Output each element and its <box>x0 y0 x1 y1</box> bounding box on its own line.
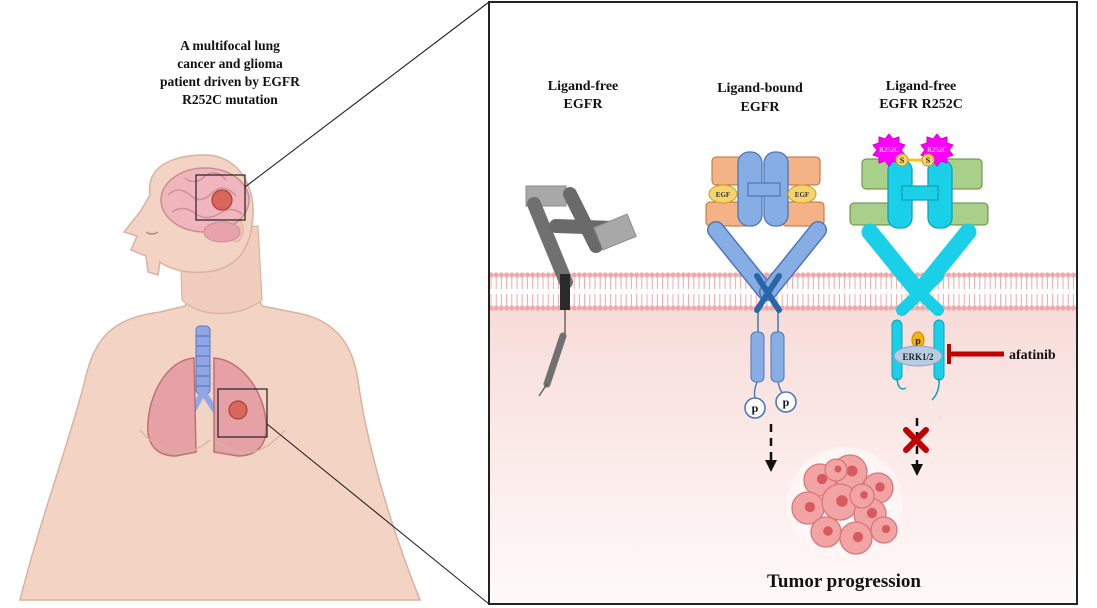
caption-line-4: R252C mutation <box>182 92 278 107</box>
phospho-site-2: p <box>775 391 797 413</box>
svg-text:S: S <box>926 156 931 165</box>
drug-label: afatinib <box>1009 348 1056 363</box>
patient-body <box>19 154 422 601</box>
phospho-site-1: p <box>744 397 766 419</box>
active-tm-cross <box>754 273 782 313</box>
svg-text:S: S <box>900 156 905 165</box>
caption-line-3: patient driven by EGFR <box>160 74 300 89</box>
egf-ligand-left: EGF <box>708 184 738 204</box>
tumor-mass <box>787 447 903 563</box>
ligand-free-egfr <box>525 185 637 397</box>
mechanism-panel <box>488 1 1078 605</box>
closed-eye <box>145 231 159 235</box>
zoom-line-top <box>244 1 490 188</box>
title-ligand-bound-2: EGFR <box>741 100 781 115</box>
title-ligand-bound-1: Ligand-bound <box>717 81 803 96</box>
svg-text:R252C: R252C <box>927 146 947 154</box>
svg-text:EGF: EGF <box>716 191 730 199</box>
egf-ligand-right: EGF <box>787 184 817 204</box>
caption-line-1: A multifocal lung <box>180 38 280 53</box>
glioma-tumor <box>211 189 233 211</box>
title-r252c-2: EGFR R252C <box>879 97 963 112</box>
brain <box>160 167 250 243</box>
afatinib-inhibitor: afatinib <box>947 344 1056 364</box>
svg-text:R252C: R252C <box>879 146 899 154</box>
caption-line-2: cancer and glioma <box>177 56 283 71</box>
erk-complex: p ERK1/2 <box>893 331 943 367</box>
mutant-tm-cross <box>896 270 944 316</box>
lung-tumor <box>228 400 248 420</box>
inactive-tm-segment <box>560 274 570 310</box>
svg-text:EGF: EGF <box>795 191 809 199</box>
lung-zoom-box <box>217 388 268 438</box>
title-ligand-free-1: Ligand-free <box>548 79 619 94</box>
right-lung <box>147 357 197 457</box>
sulfur-right: S <box>921 153 935 167</box>
svg-text:ERK1/2: ERK1/2 <box>902 352 934 362</box>
zoom-line-bottom <box>266 423 490 605</box>
sulfur-left: S <box>895 153 909 167</box>
blocked-cross <box>903 427 929 453</box>
brain-zoom-box <box>195 174 246 221</box>
r252c-egfr: R252C R252C S S p ERK1/2 afatinib <box>849 133 1056 476</box>
svg-text:p: p <box>915 336 921 347</box>
title-r252c-1: Ligand-free <box>886 79 957 94</box>
cell-membrane <box>488 272 1076 311</box>
ligand-bound-egfr: EGF EGF p p <box>705 151 827 472</box>
title-ligand-free-2: EGFR <box>564 97 604 112</box>
panel-titles: Ligand-free EGFR Ligand-bound EGFR Ligan… <box>548 79 963 115</box>
svg-text:p: p <box>783 395 790 409</box>
outcome-label: Tumor progression <box>767 571 921 592</box>
patient-caption: A multifocal lung cancer and glioma pati… <box>160 38 300 107</box>
svg-text:p: p <box>752 401 759 415</box>
panel-frame <box>488 1 1078 605</box>
